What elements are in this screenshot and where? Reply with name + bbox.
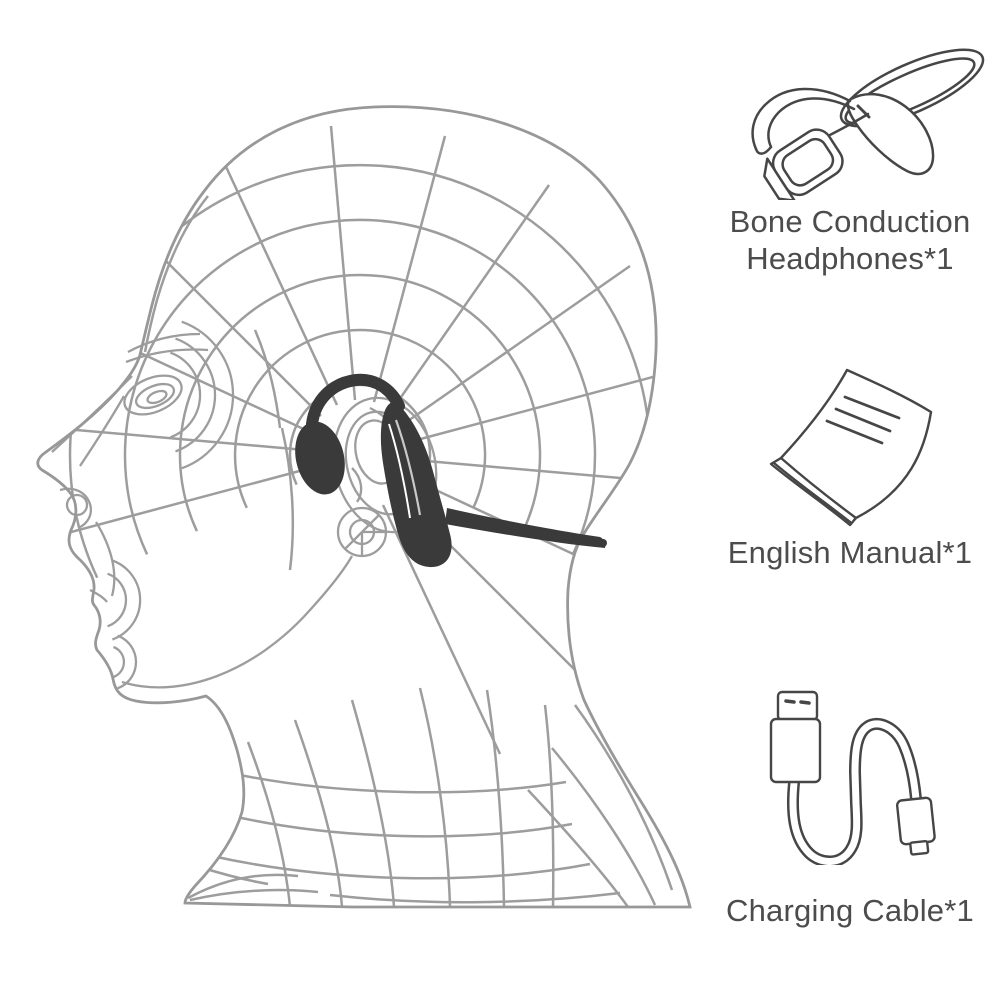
charging-cable-icon (769, 690, 936, 865)
brow-line (127, 332, 201, 354)
mouth-line (89, 588, 108, 603)
english-manual-icon (769, 368, 933, 527)
packing-item-label-manual: English Manual*1 (727, 535, 973, 570)
headphones-icon-transducer-pad (763, 128, 844, 200)
headphones-icon-ear-hook (751, 87, 852, 151)
eye-outline (123, 374, 183, 416)
manual-icon-spine-fold (769, 456, 858, 527)
worn-headphones (295, 373, 607, 568)
head-mesh-grid (37, 125, 690, 908)
packing-item-label-cable: Charging Cable*1 (726, 893, 974, 928)
worn-headphones-battery-module (380, 402, 452, 568)
jaw-line (121, 555, 353, 689)
bone-conduction-headphones-icon (751, 48, 985, 200)
chin-line (113, 645, 126, 679)
worn-headphones-neckband (445, 508, 606, 548)
cable-icon-usb-metal-tip (776, 690, 819, 722)
worn-headphones-transducer-pad (295, 421, 345, 495)
cable-icon-usb-body (769, 717, 822, 784)
worn-headphones-ear-hook (306, 373, 405, 430)
cable-icon-micro-usb-plug (895, 796, 936, 856)
headphones-icon-neckband-loop (839, 48, 985, 128)
packing-item-label-headphones-line1: Bone Conduction (729, 204, 971, 239)
packing-item-label-headphones-line2: Headphones*1 (746, 241, 954, 276)
manual-icon-text-line (834, 407, 892, 433)
head-silhouette-outline (36, 105, 692, 909)
packing-item-label-headphones: Bone Conduction Headphones*1 (700, 203, 1000, 277)
manual-icon-page (779, 368, 933, 520)
manual-icon-text-line (825, 419, 884, 445)
manual-icon-text-line (843, 395, 901, 420)
